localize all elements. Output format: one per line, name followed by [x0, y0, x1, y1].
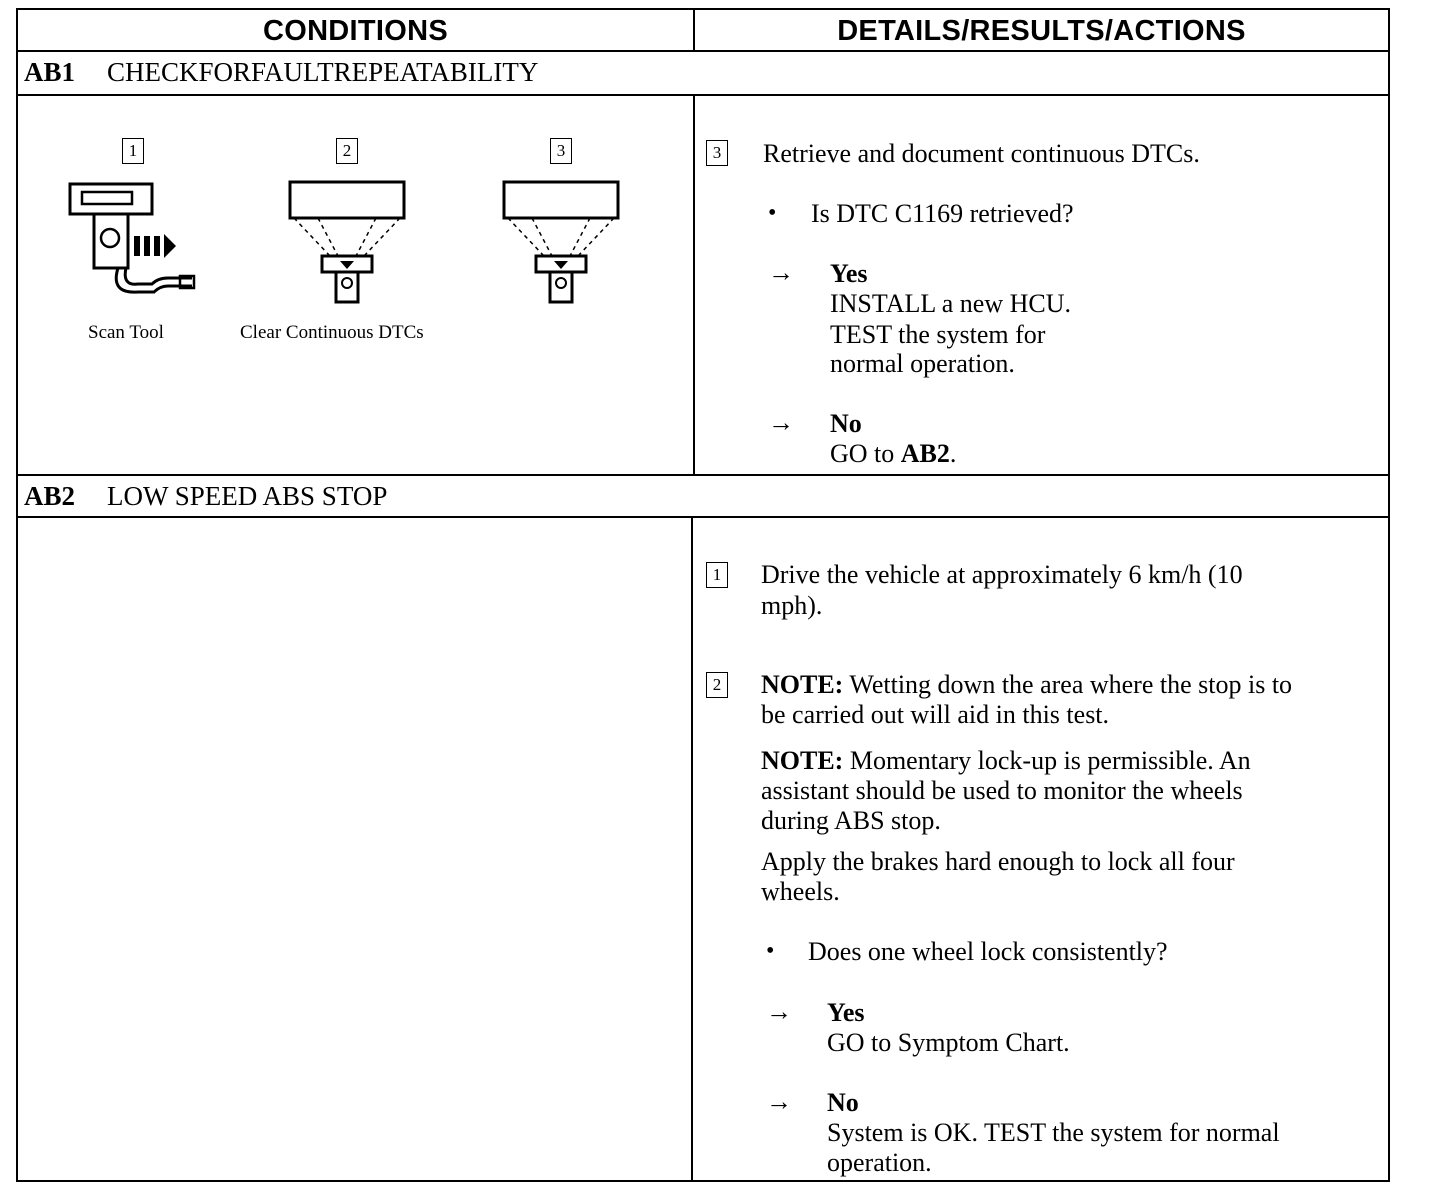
ab2-no-arrow: →	[766, 1087, 792, 1116]
header-column-divider	[693, 10, 695, 52]
ab2-step-2-box: 2	[706, 672, 728, 698]
display-scan-tool-icon	[502, 180, 620, 304]
ab1-title-row: AB1 CHECKFORFAULTREPEATABILITY	[24, 52, 538, 92]
figure-step-3: 3	[550, 138, 572, 164]
ab2-note-1-line: be carried out will aid in this test.	[761, 700, 1110, 729]
ab2-apply-line: Apply the brakes hard enough to lock all…	[761, 847, 1235, 876]
diagnostic-table: CONDITIONS DETAILS/RESULTS/ACTIONS AB1 C…	[16, 8, 1390, 1182]
ab1-step-box: 3	[706, 140, 728, 166]
details-header: DETAILS/RESULTS/ACTIONS	[837, 14, 1246, 47]
ab2-apply-line: wheels.	[761, 877, 840, 906]
header-divider	[18, 50, 1388, 52]
ab2-note-2-line: assistant should be used to monitor the …	[761, 776, 1243, 805]
ab1-yes-arrow: →	[768, 258, 794, 287]
ab2-title-row: AB2 LOW SPEED ABS STOP	[24, 476, 387, 516]
conditions-header: CONDITIONS	[262, 14, 449, 47]
ab2-yes-arrow: →	[766, 997, 792, 1026]
figure-step-2: 2	[336, 138, 358, 164]
ab2-step-1-box: 1	[706, 562, 728, 588]
ab1-no-label: No	[830, 409, 862, 438]
ab1-title-divider	[18, 94, 1388, 96]
ab1-instruction: Retrieve and document continuous DTCs.	[763, 139, 1200, 168]
ab1-code: AB1	[24, 56, 76, 87]
ab1-no-arrow: →	[768, 408, 794, 437]
ab1-question: Is DTC C1169 retrieved?	[811, 199, 1074, 228]
figure-step-1: 1	[122, 138, 144, 164]
scan-tool-icon	[68, 182, 196, 294]
ab2-note-2-line: during ABS stop.	[761, 806, 941, 835]
figure-caption-clear-dtcs: Clear Continuous DTCs	[240, 322, 424, 343]
ab2-column-divider	[691, 516, 693, 1180]
ab2-reference: AB2	[900, 439, 950, 468]
ab1-yes-label: Yes	[830, 259, 868, 288]
ab2-step-1-line: mph).	[761, 591, 823, 620]
ab1-yes-line: TEST the system for	[830, 320, 1046, 349]
ab2-no-line: System is OK. TEST the system for normal	[827, 1118, 1280, 1147]
ab2-no-line: operation.	[827, 1148, 932, 1177]
ab2-note-2: NOTE: Momentary lock-up is permissible. …	[761, 746, 1251, 775]
ab2-title-divider	[18, 516, 1388, 518]
ab2-bullet: •	[766, 938, 775, 964]
ab2-title: LOW SPEED ABS STOP	[107, 480, 388, 511]
ab2-no-label: No	[827, 1088, 859, 1117]
ab2-question: Does one wheel lock consistently?	[808, 937, 1168, 966]
ab1-column-divider	[693, 94, 695, 476]
display-scan-tool-icon	[288, 180, 406, 304]
ab2-note-1: NOTE: Wetting down the area where the st…	[761, 670, 1293, 699]
ab1-no-action: GO to AB2.	[830, 439, 957, 468]
ab2-yes-label: Yes	[827, 998, 865, 1027]
ab1-yes-line: INSTALL a new HCU.	[830, 289, 1072, 318]
ab1-yes-line: normal operation.	[830, 349, 1015, 378]
ab2-yes-action: GO to Symptom Chart.	[827, 1028, 1070, 1057]
ab2-step-1-line: Drive the vehicle at approximately 6 km/…	[761, 560, 1243, 589]
ab1-title: CHECKFORFAULTREPEATABILITY	[107, 56, 539, 87]
figure-caption-scan-tool: Scan Tool	[88, 322, 164, 343]
ab2-top-divider	[18, 474, 1388, 476]
ab2-code: AB2	[24, 480, 76, 511]
ab1-bullet: •	[768, 200, 777, 226]
